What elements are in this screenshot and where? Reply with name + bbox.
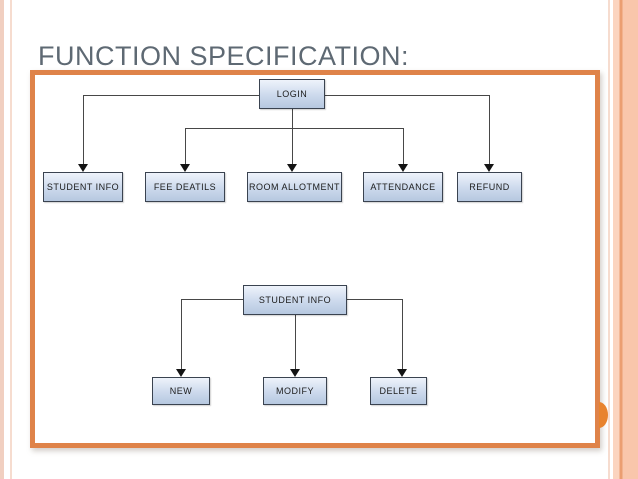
node-label: MODIFY — [276, 386, 314, 396]
arrow-down-icon — [78, 164, 88, 172]
arrow-down-icon — [290, 369, 300, 377]
connector-line — [489, 95, 490, 164]
node-label: DELETE — [379, 386, 418, 396]
node-label: NEW — [169, 386, 193, 396]
left-edge-thin-line — [10, 0, 12, 479]
diagram-node-fee-details: FEE DEATILS — [145, 172, 225, 202]
diagram-node-attendance: ATTENDANCE — [363, 172, 443, 202]
connector-line — [292, 109, 293, 164]
connector-line — [181, 299, 243, 300]
arrow-down-icon — [398, 164, 408, 172]
diagram-node-refund: REFUND — [457, 172, 522, 202]
arrow-down-icon — [484, 164, 494, 172]
node-label: ROOM ALLOTMENT — [248, 182, 340, 192]
connector-line — [181, 299, 182, 369]
diagram-node-student-info: STUDENT INFO — [43, 172, 123, 202]
arrow-down-icon — [180, 164, 190, 172]
frame-semicircle-decoration — [599, 402, 608, 428]
node-label: STUDENT INFO — [258, 295, 332, 305]
connector-line — [185, 128, 186, 164]
diagram-node-login: LOGIN — [259, 79, 325, 109]
arrow-down-icon — [287, 164, 297, 172]
connector-line — [83, 95, 84, 164]
right-edge-band — [613, 0, 638, 479]
node-label: LOGIN — [276, 89, 308, 99]
arrow-down-icon — [176, 369, 186, 377]
diagram-node-student-info-root: STUDENT INFO — [243, 285, 347, 315]
connector-line — [185, 128, 403, 129]
node-label: REFUND — [469, 182, 510, 192]
diagram-node-delete: DELETE — [370, 377, 427, 405]
arrow-down-icon — [397, 369, 407, 377]
connector-line — [83, 95, 259, 96]
diagram-node-modify: MODIFY — [263, 377, 327, 405]
node-label: FEE DEATILS — [153, 182, 217, 192]
left-edge-stripe — [0, 0, 4, 479]
connector-line — [403, 128, 404, 164]
slide-title: FUNCTION SPECIFICATION: — [38, 41, 410, 71]
connector-line — [295, 315, 296, 369]
diagram-node-room-allotment: ROOM ALLOTMENT — [247, 172, 342, 202]
right-edge-thin-line — [608, 0, 610, 479]
node-label: STUDENT INFO — [46, 182, 120, 192]
connector-line — [402, 299, 403, 369]
diagram-node-new: NEW — [152, 377, 210, 405]
node-label: ATTENDANCE — [370, 182, 436, 192]
connector-line — [325, 95, 489, 96]
connector-line — [347, 299, 402, 300]
